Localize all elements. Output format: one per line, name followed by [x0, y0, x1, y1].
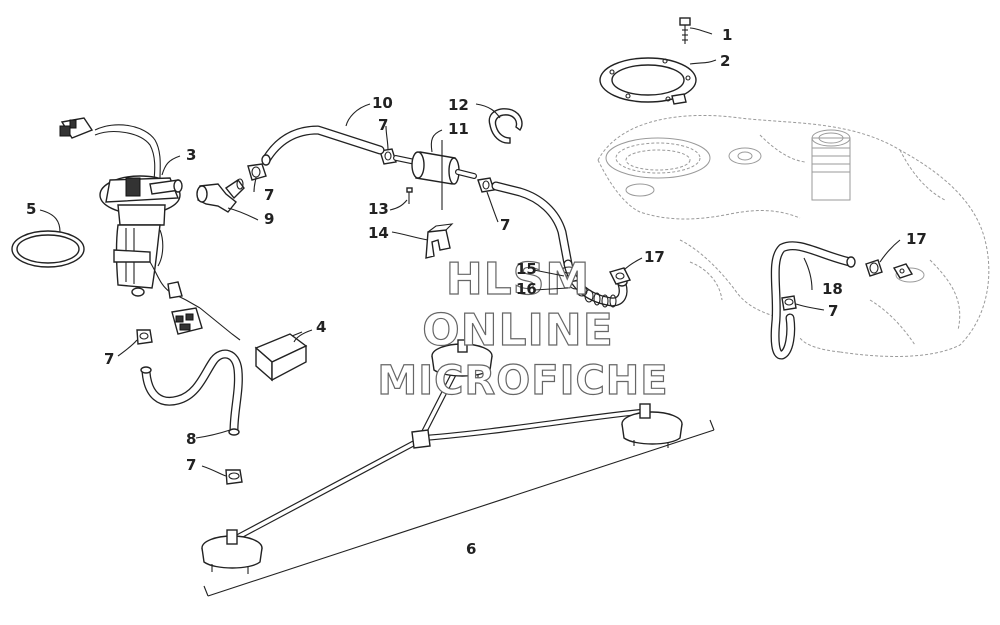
- clamp-7-right-hose[interactable]: [781, 295, 797, 311]
- callout-1: 1: [722, 26, 732, 44]
- clamp-7-hose-top[interactable]: [136, 329, 153, 345]
- part-6-pickup-assembly[interactable]: [201, 339, 715, 597]
- callout-6: 6: [466, 540, 476, 558]
- callout-18: 18: [822, 280, 843, 298]
- callout-7-elbow: 7: [264, 186, 274, 204]
- callout-12: 12: [448, 96, 469, 114]
- callout-11: 11: [448, 120, 469, 138]
- part-17-cap-left[interactable]: [608, 267, 632, 285]
- part-11-fuel-filter[interactable]: [393, 151, 477, 185]
- callout-7-right: 7: [828, 302, 838, 320]
- clamp-7-filter-outlet[interactable]: [477, 177, 495, 193]
- part-12-spring-clip[interactable]: [488, 108, 523, 144]
- clamp-7-near-elbow[interactable]: [247, 163, 267, 181]
- callout-17-right: 17: [906, 230, 927, 248]
- callout-13: 13: [368, 200, 389, 218]
- callout-7-hose-bottom: 7: [186, 456, 196, 474]
- callout-4: 4: [316, 318, 326, 336]
- part-3-fuel-pump-assembly[interactable]: [59, 117, 241, 341]
- callout-10: 10: [372, 94, 393, 112]
- callout-7-filter-inlet: 7: [378, 116, 388, 134]
- callout-numbers: 1 2 3 4 5 6 7 7 7 7 7 7 8 9 10 11 12 13 …: [26, 26, 927, 558]
- leader-lines: [39, 27, 901, 477]
- callout-17-left: 17: [644, 248, 665, 266]
- callout-14: 14: [368, 224, 389, 242]
- part-17-fitting-right[interactable]: [892, 263, 914, 279]
- callout-15: 15: [516, 260, 537, 278]
- part-10-fuel-hose[interactable]: [261, 125, 385, 166]
- fuel-hose-to-corrugated[interactable]: [491, 181, 573, 269]
- part-13-pin[interactable]: [406, 187, 413, 204]
- callout-3: 3: [186, 146, 196, 164]
- fuel-tank-outline: [597, 114, 990, 357]
- watermark: HLSM ONLINE MICROFICHE: [377, 253, 668, 404]
- callout-2: 2: [720, 52, 730, 70]
- callout-16: 16: [516, 280, 537, 298]
- part-1-screw[interactable]: [679, 17, 691, 44]
- watermark-line2: ONLINE: [422, 305, 614, 356]
- part-4-float[interactable]: [254, 331, 308, 382]
- watermark-line1: HLSM: [446, 254, 590, 305]
- part-14-bracket[interactable]: [425, 223, 454, 259]
- part-8-fuel-hose[interactable]: [140, 349, 243, 436]
- clamp-7-hose-bottom[interactable]: [225, 469, 243, 485]
- callout-5: 5: [26, 200, 36, 218]
- corrugation-rings: [561, 266, 617, 308]
- part-5-o-ring[interactable]: [11, 230, 85, 268]
- callout-8: 8: [186, 430, 196, 448]
- part-2-mounting-plate[interactable]: [599, 57, 697, 105]
- watermark-line3: MICROFICHE: [377, 358, 668, 404]
- callout-7-filter-outlet: 7: [500, 216, 510, 234]
- part-9-elbow-fitting[interactable]: [196, 178, 245, 213]
- part-18-vent-hose[interactable]: [770, 241, 856, 360]
- callout-7-hose-top: 7: [104, 350, 114, 368]
- clamp-7-right-fitting[interactable]: [865, 259, 883, 277]
- callout-9: 9: [264, 210, 274, 228]
